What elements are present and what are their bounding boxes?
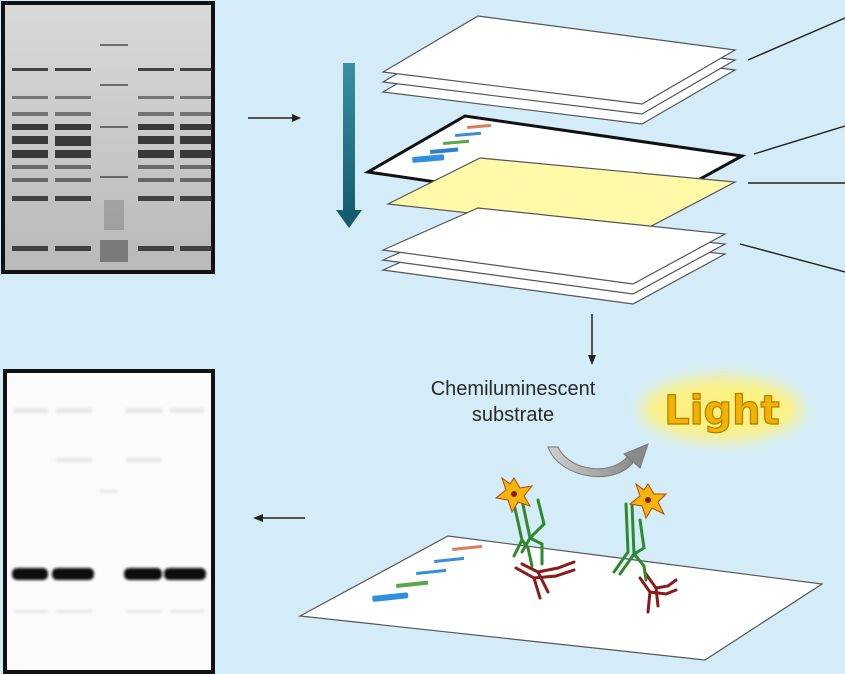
transfer-stack: [363, 15, 747, 305]
hrp-enzyme-icon: [494, 476, 534, 514]
substrate-label-line2: substrate: [472, 404, 554, 426]
light-emission: Light: [642, 377, 802, 441]
secondary-antibody: [512, 498, 546, 568]
primary-antibody: [514, 560, 576, 600]
light-label: Light: [664, 388, 779, 434]
callout-lines: [739, 17, 845, 273]
arrow-to-substrate: [588, 314, 596, 365]
membrane-marker-bands: [412, 123, 492, 163]
arrow-to-blot-result: [253, 514, 305, 522]
bottom-filter-sheets: [380, 207, 727, 305]
marker-lane: [100, 44, 128, 262]
substrate-label-line1: Chemiluminescent: [431, 378, 596, 400]
secondary-antibody: [612, 502, 648, 582]
faint-background-bands: [14, 408, 204, 613]
reaction-curved-arrow: [547, 443, 649, 478]
arrow-gel-to-transfer: [248, 114, 301, 122]
target-protein-bands: [12, 568, 206, 580]
hrp-enzyme-icon: [628, 482, 668, 520]
membrane-protein-bands: [372, 544, 483, 602]
top-filter-sheets: [381, 15, 737, 125]
antibody-complex-2: [612, 482, 678, 614]
gel-bands: [12, 44, 212, 262]
transfer-direction-arrow: [336, 63, 362, 228]
primary-antibody: [638, 572, 678, 614]
sds-page-gel-image: [1, 1, 215, 274]
western-blot-result-image: [3, 369, 215, 674]
probed-membrane: [298, 476, 824, 661]
antibody-complex-1: [494, 476, 576, 600]
